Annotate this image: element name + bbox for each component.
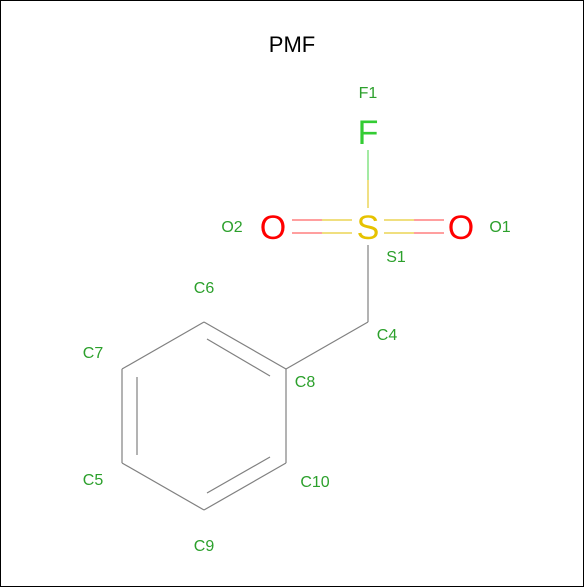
atom-labels: F1 O2 O1 S1 C6 C4 C7 C8 C5 C10 C9 (83, 85, 511, 555)
label-c7: C7 (83, 345, 104, 362)
bond-c8-c4 (285, 321, 369, 370)
bond-s1-o1 (384, 219, 444, 234)
atom-sulfur: S (357, 209, 380, 247)
diagram-title: PMF (269, 32, 315, 57)
bond-c7-c6 (121, 321, 205, 370)
label-c4: C4 (377, 327, 398, 344)
inner-bond-c6-c8 (206, 338, 271, 377)
label-f1: F1 (359, 85, 378, 102)
label-c6: C6 (194, 280, 215, 297)
benzene-ring (121, 245, 369, 511)
bond-c6-c8 (203, 321, 287, 370)
label-o2: O2 (221, 219, 242, 236)
label-c10: C10 (300, 474, 329, 491)
atom-oxygen-left: O (260, 209, 286, 247)
label-s1: S1 (386, 249, 406, 266)
label-o1: O1 (489, 219, 510, 236)
bond-c9-c5 (121, 462, 205, 511)
bond-s1-o2 (292, 219, 352, 234)
atom-fluorine: F (358, 114, 379, 152)
label-c5: C5 (83, 472, 104, 489)
inner-bond-c10-c9 (206, 456, 271, 494)
atom-oxygen-right: O (448, 209, 474, 247)
label-c9: C9 (194, 538, 215, 555)
label-c8: C8 (295, 374, 316, 391)
bond-c10-c9 (203, 462, 287, 511)
